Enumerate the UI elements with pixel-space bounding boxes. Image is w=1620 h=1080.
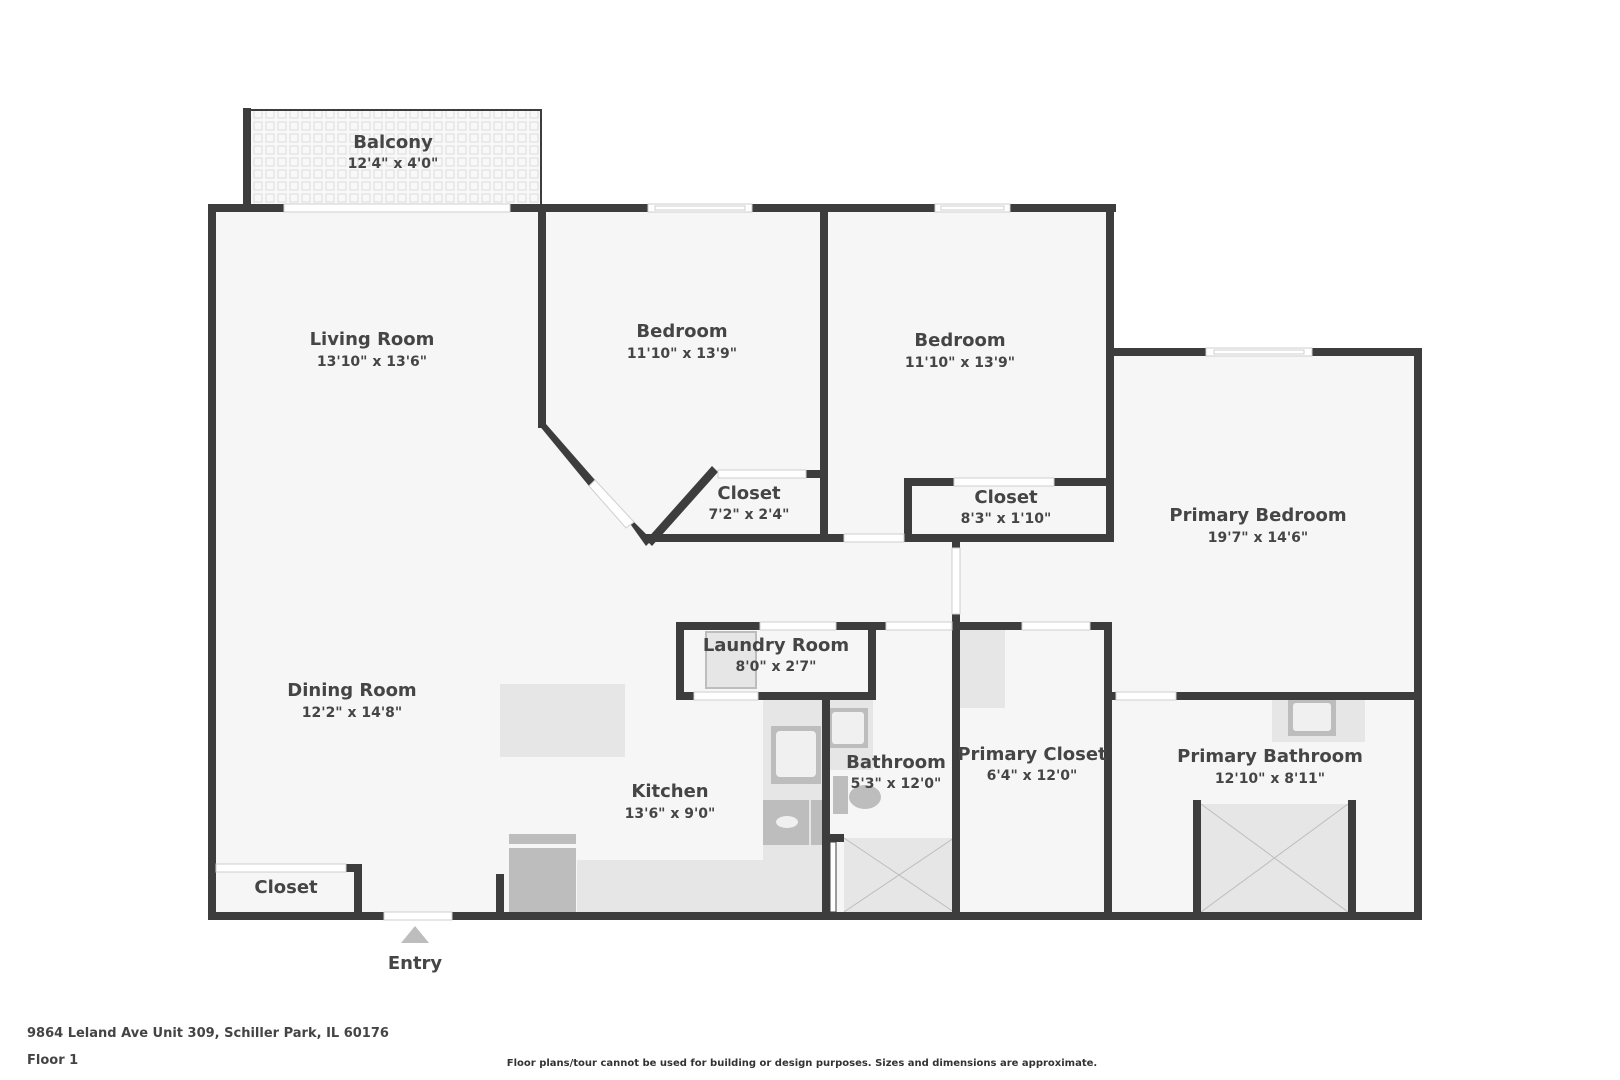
primary-closet-door: [1021, 621, 1091, 631]
primary-bathroom-name: Primary Bathroom: [1177, 746, 1363, 767]
kitchen-dim: 13'6" x 9'0": [625, 806, 716, 822]
bathroom-dim: 5'3" x 12'0": [851, 776, 942, 792]
closet-1-name: Closet: [717, 483, 781, 504]
laundry-fixtures: [705, 631, 757, 689]
bathroom-fixtures: [825, 700, 955, 913]
laundry-room-dim: 8'0" x 2'7": [736, 659, 817, 675]
bathroom-door: [885, 621, 953, 631]
primary-bedroom-dim: 19'7" x 14'6": [1208, 530, 1308, 546]
entry-label: Entry: [388, 953, 443, 974]
openings: [215, 203, 1313, 921]
closet-door: [717, 469, 807, 479]
window: [1205, 347, 1313, 357]
balcony-name: Balcony: [353, 132, 433, 153]
disclaimer-wrap: Floor plans/tour cannot be used for buil…: [0, 1058, 1620, 1069]
bedroom-1-dim: 11'10" x 13'9": [627, 346, 737, 362]
living-room-dim: 13'10" x 13'6": [317, 354, 427, 370]
floor-label: Floor 1: [27, 1053, 79, 1068]
primary-bedroom-door: [951, 547, 961, 615]
bedroom-2-name: Bedroom: [914, 330, 1005, 351]
washer-dryer-icon: [705, 631, 757, 689]
primary-closet-dim: 6'4" x 12'0": [987, 768, 1078, 784]
entry-arrow-icon: [401, 926, 429, 943]
stove-icon: [509, 848, 576, 912]
window: [647, 203, 753, 213]
primary-bathroom-door: [1115, 691, 1177, 701]
entry-closet-name: Closet: [254, 877, 318, 898]
diagonal-window: [588, 479, 635, 529]
bathroom-name: Bathroom: [846, 752, 946, 773]
entry-closet-door: [215, 863, 347, 873]
range-hood: [509, 834, 576, 844]
toilet-icon: [849, 785, 881, 809]
closet-2-name: Closet: [974, 487, 1038, 508]
closet-door: [953, 477, 1055, 487]
disclaimer: Floor plans/tour cannot be used for buil…: [506, 1058, 1098, 1069]
toilet-tank: [833, 776, 848, 814]
entry-door: [383, 911, 453, 921]
dining-room-name: Dining Room: [287, 680, 416, 701]
laundry-door-bottom: [693, 691, 759, 701]
primary-bedroom-name: Primary Bedroom: [1169, 505, 1346, 526]
living-room-name: Living Room: [310, 329, 435, 350]
bedroom-2-dim: 11'10" x 13'9": [905, 355, 1015, 371]
kitchen-island: [500, 684, 625, 757]
primary-bathroom-dim: 12'10" x 8'11": [1215, 771, 1325, 787]
kitchen-fixtures: [500, 684, 824, 912]
window: [934, 203, 1011, 213]
dining-room-dim: 12'2" x 14'8": [302, 705, 402, 721]
primary-bathroom-fixtures: [1193, 700, 1365, 913]
closet-1-dim: 7'2" x 2'4": [709, 507, 790, 523]
closet-2-dim: 8'3" x 1'10": [961, 511, 1052, 527]
laundry-room-name: Laundry Room: [703, 635, 849, 656]
balcony-door: [283, 203, 511, 213]
closet-shelf: [960, 628, 1005, 708]
walls: [208, 204, 1422, 920]
balcony: [243, 108, 542, 208]
property-address: 9864 Leland Ave Unit 309, Schiller Park,…: [27, 1026, 389, 1041]
balcony-dim: 12'4" x 4'0": [348, 156, 439, 172]
laundry-door: [759, 621, 837, 631]
bedroom-door: [843, 533, 905, 543]
bedroom-1-name: Bedroom: [636, 321, 727, 342]
primary-closet-name: Primary Closet: [957, 744, 1107, 765]
kitchen-name: Kitchen: [631, 781, 708, 802]
